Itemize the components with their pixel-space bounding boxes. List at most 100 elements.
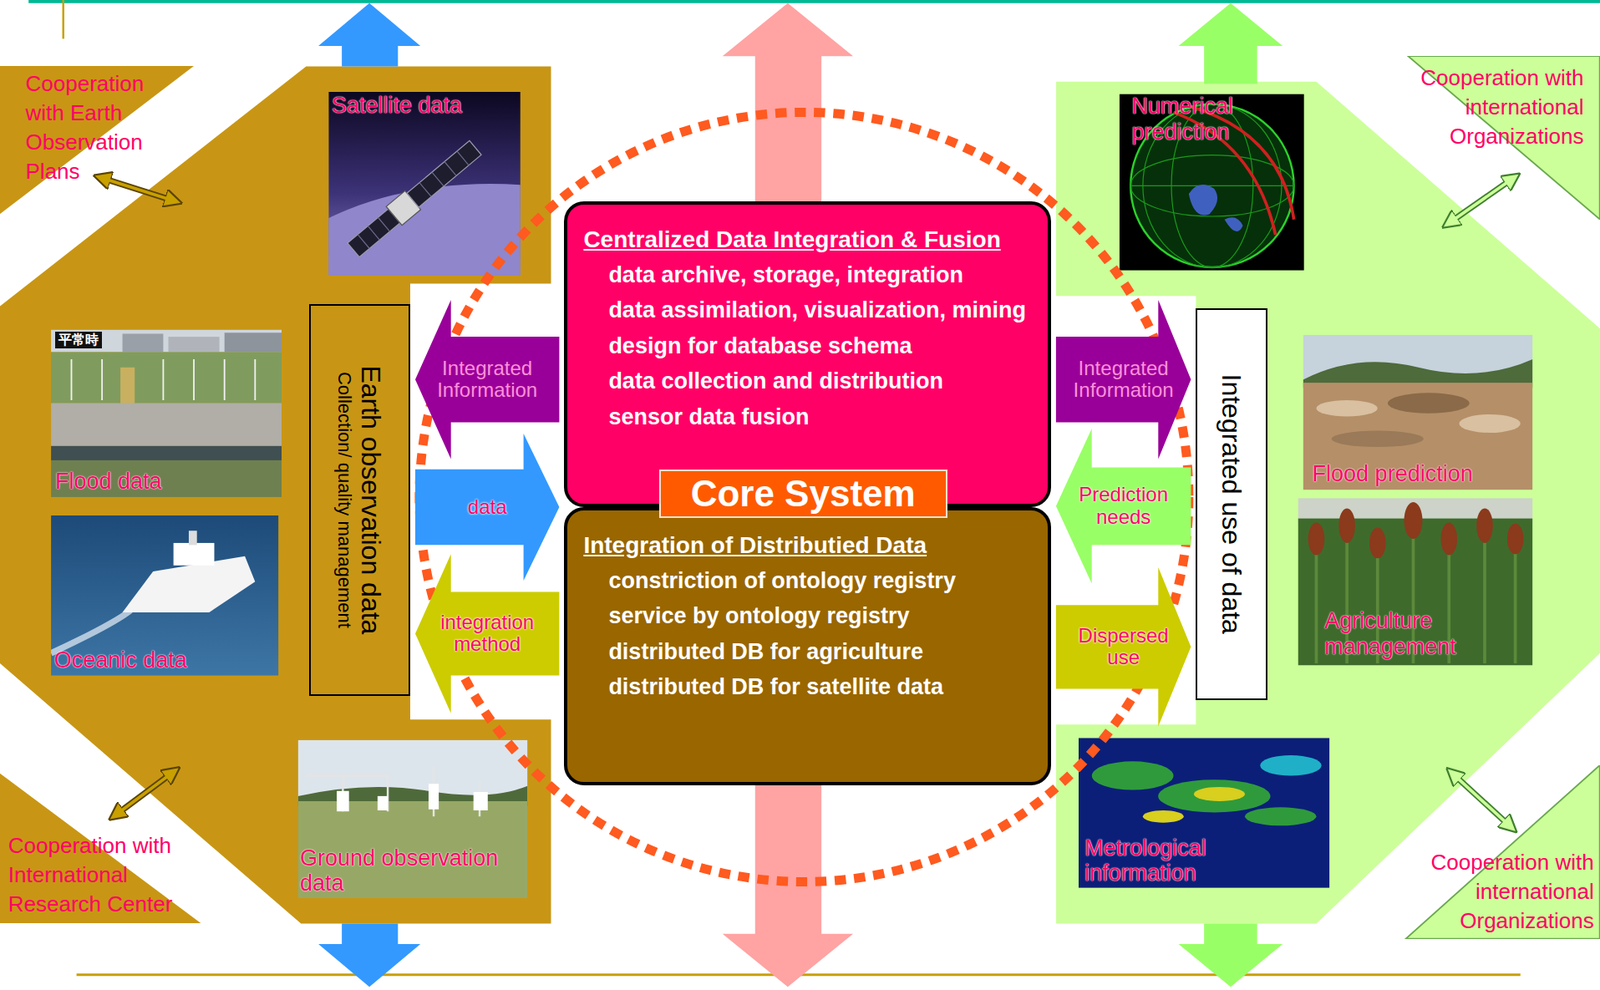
vertical-title: Earth observation data: [355, 314, 387, 686]
core-box-item: service by ontology registry: [608, 598, 1038, 635]
arrow-label: integration method: [420, 611, 554, 656]
vertical-title: Collection/ quality management: [332, 314, 355, 686]
field-station-photo: [336, 791, 350, 812]
core-box-item: data collection and distribution: [608, 363, 1038, 400]
crop-photo: [1297, 497, 1533, 666]
photo-caption: Oceanic data: [54, 647, 188, 673]
satellite-photo: [357, 151, 469, 249]
debris-photo: [1331, 431, 1424, 448]
arrow-label: Integrated Information: [420, 357, 554, 402]
photo-caption: Flood data: [55, 468, 163, 494]
core-box-heading: Centralized Data Integration & Fusion: [583, 222, 1038, 258]
photo-caption: Satellite data: [331, 92, 463, 118]
photo-tile: Agriculture management: [1297, 497, 1533, 666]
photo-tile: Flood prediction: [1312, 461, 1474, 487]
cooperation-triangle: Cooperation with Earth Observation Plans: [25, 69, 173, 187]
vertical-box: Earth observation dataCollection/ qualit…: [332, 314, 387, 686]
core-box: Integration of Distributied Dataconstric…: [563, 507, 1052, 786]
river-photo: [50, 351, 282, 403]
photo-caption: Flood prediction: [1312, 461, 1474, 487]
core-box-item: design for database schema: [608, 328, 1038, 365]
core-box-item: distributed DB for agriculture: [608, 634, 1038, 671]
cooperation-triangle: Cooperation with international Organizat…: [1403, 63, 1584, 152]
globe-photo: [1188, 184, 1244, 232]
core-box-item: data archive, storage, integration: [608, 257, 1038, 294]
debris-photo: [1315, 400, 1377, 417]
river-photo: [50, 403, 282, 447]
core-box-item: sensor data fusion: [608, 399, 1038, 436]
frame-lines: [28, 0, 1600, 4]
arrow-label: Dispersed use: [1061, 624, 1186, 670]
block-arrow: [1056, 567, 1192, 727]
block-arrow: [415, 553, 559, 714]
cooperation-triangle: Cooperation with International Research …: [0, 770, 204, 924]
weather-map-photo: [1244, 807, 1316, 826]
photo-tile: Metrological information: [1084, 835, 1264, 886]
weather-map-photo: [1078, 737, 1330, 889]
field-station-photo: [298, 740, 529, 899]
satellite-photo: [328, 91, 521, 276]
weather-map-photo: [1092, 761, 1174, 790]
cooperation-arrows: [106, 179, 168, 199]
crop-photo: [1507, 523, 1524, 555]
field-station-photo: [377, 796, 388, 811]
core-box-heading: Integration of Distributied Data: [583, 528, 1038, 564]
river-photo: [50, 330, 282, 353]
photo-tile: Oceanic data: [50, 515, 279, 676]
weather-map-photo: [1078, 737, 1330, 889]
side-panels: [1056, 81, 1600, 925]
ship-photo: [50, 515, 279, 676]
ship-photo: [50, 610, 131, 654]
cooperation-arrows: [106, 179, 1509, 823]
photo-tile: Oceanic data: [54, 647, 188, 673]
river-photo: [50, 446, 282, 461]
field-station-photo: [473, 792, 488, 811]
photo-caption: Numerical prediction: [1131, 93, 1285, 144]
debris-photo: [1387, 392, 1470, 413]
photo-tile: Satellite data: [331, 92, 463, 118]
cooperation-text: Cooperation with Earth Observation Plans: [25, 69, 173, 187]
vertical-box: Integrated use of data: [1195, 308, 1267, 701]
cooperation-triangle: Cooperation with international Organizat…: [1402, 765, 1600, 940]
arrow-label: data: [467, 496, 508, 519]
core-system-label: Core System: [659, 469, 948, 519]
photo-caption: Ground observation data: [299, 845, 527, 896]
weather-map-photo: [1142, 810, 1184, 823]
field-station-photo: [428, 783, 439, 810]
river-photo: [50, 460, 282, 498]
cooperation-triangle: Cooperation with international Organizat…: [1414, 848, 1595, 936]
river-photo: [71, 359, 255, 401]
frame-lines: [61, 0, 64, 39]
crop-photo: [1476, 507, 1494, 544]
block-arrow: [1056, 299, 1192, 459]
cooperation-arrows: [1457, 777, 1507, 823]
crop-photo: [1315, 525, 1515, 664]
ship-photo: [188, 530, 198, 545]
triangle-shape: [0, 773, 202, 925]
cooperation-text: Cooperation with international Organizat…: [1414, 848, 1595, 936]
photo-tile: Agriculture management: [1324, 608, 1504, 659]
core-box-item: constriction of ontology registry: [608, 563, 1038, 600]
cooperation-arrows: [1457, 777, 1507, 823]
cooperation-text: Cooperation with International Research …: [8, 831, 201, 920]
flow-arrows: [318, 3, 421, 67]
cooperation-arrows: [120, 775, 168, 812]
arrow-label: Prediction needs: [1061, 483, 1186, 529]
river-photo: [122, 333, 164, 352]
arrow-label: Integrated Information: [1061, 357, 1186, 402]
cooperation-triangle: Cooperation with international Organizat…: [1402, 55, 1600, 219]
globe-photo: [1130, 185, 1294, 187]
river-photo: [50, 330, 282, 498]
block-arrow: [1056, 428, 1192, 585]
cooperation-arrows: [1453, 181, 1509, 219]
photo-inscription: 平常時: [55, 331, 102, 349]
vertical-box: Earth observation dataCollection/ qualit…: [309, 304, 411, 696]
block-arrow: [415, 299, 559, 459]
weather-map-photo: [1193, 787, 1245, 802]
block-arrow: [415, 433, 559, 581]
photo-tile: Flood prediction: [1303, 335, 1534, 491]
photo-tile: Numerical prediction: [1119, 93, 1305, 270]
crop-photo: [1338, 507, 1356, 544]
flow-arrows: [318, 924, 421, 988]
cooperation-arrows: [1453, 181, 1509, 219]
